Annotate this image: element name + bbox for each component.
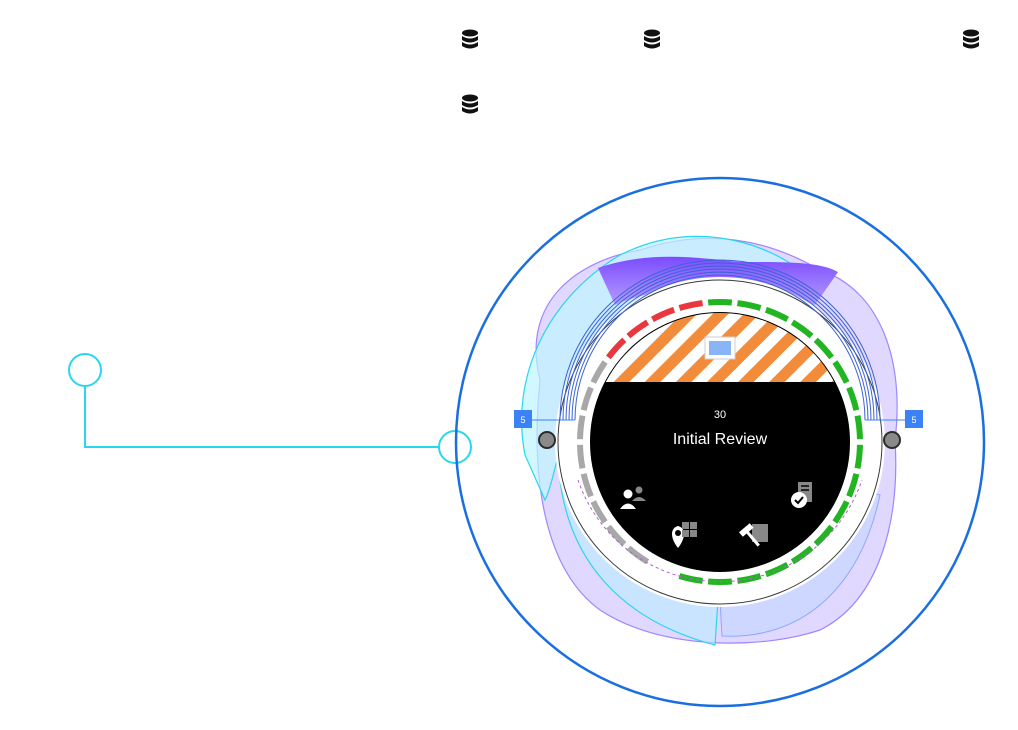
svg-text:5: 5 [911, 415, 916, 425]
ring-segment [577, 415, 586, 440]
ring-segment [580, 386, 594, 411]
connector [68, 353, 472, 464]
svg-text:5: 5 [520, 415, 525, 425]
screen-icon-fill [709, 341, 731, 355]
ring-segment [590, 500, 608, 524]
ring-segment [650, 306, 676, 323]
ring-segment [764, 561, 790, 578]
database-icon[interactable] [961, 29, 981, 51]
left-handle[interactable] [538, 431, 556, 449]
ring-segment [790, 319, 814, 339]
ring-segment [854, 415, 863, 440]
ring-segment [764, 306, 790, 323]
ring-segment [606, 524, 627, 547]
location-pin-icon[interactable] [672, 522, 697, 548]
ring-segment [580, 473, 594, 498]
stage-value: 30 [714, 409, 726, 421]
left-count-badge[interactable]: 5 [514, 410, 575, 428]
connector-start-node [68, 353, 102, 387]
ring-segment [846, 386, 860, 411]
ring-segment [790, 545, 814, 565]
ring-segment [813, 524, 834, 547]
ring-segment [606, 337, 627, 360]
checklist-icon[interactable] [791, 482, 812, 508]
flow-arcs [559, 259, 881, 421]
database-icon[interactable] [460, 29, 480, 51]
outer-ring [454, 176, 986, 708]
ring-segment [737, 300, 762, 311]
database-icon[interactable] [642, 29, 662, 51]
ring-segment [813, 337, 834, 360]
ring-segment [678, 300, 703, 311]
database-icon[interactable] [460, 94, 480, 116]
right-count-badge[interactable]: 5 [865, 410, 923, 428]
ring-segment [590, 360, 608, 384]
ring-segment [737, 573, 762, 584]
right-handle[interactable] [883, 431, 901, 449]
ring-segment [626, 545, 650, 565]
ring-segment [832, 500, 850, 524]
ring-segment [846, 473, 860, 498]
dashed-arc [577, 479, 863, 583]
hammer-icon[interactable] [738, 523, 768, 550]
ring-segment [854, 444, 863, 469]
ring-segment [577, 444, 586, 469]
ring-segment [832, 360, 850, 384]
ring-segment [707, 299, 733, 306]
stage-title: Initial Review [673, 431, 768, 448]
ring-segment [626, 319, 650, 339]
users-icon[interactable] [620, 486, 646, 510]
